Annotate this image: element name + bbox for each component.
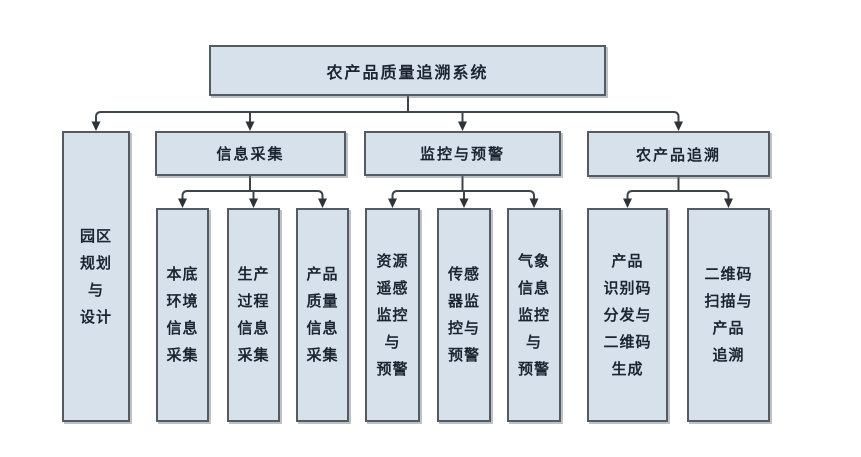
node-remote-sensing-monitoring: 资源 遥感 监控 与 预警 [365,208,420,422]
node-sensor-monitoring: 传感 器监 控与 预警 [437,208,491,422]
node-park-planning-design: 园区 规划 与 设计 [62,131,130,422]
node-weather-info-monitoring: 气象 信息 监控 与 预警 [507,208,561,422]
node-id-code-qr-generation: 产品 识别码 分发与 二维码 生成 [587,208,668,422]
node-product-traceability: 农产品追溯 [587,131,770,177]
node-product-quality-info: 产品 质量 信息 采集 [296,208,349,422]
node-production-process-info: 生产 过程 信息 采集 [227,208,280,422]
node-root-system: 农产品质量追溯系统 [209,45,606,96]
node-monitoring-warning: 监控与预警 [364,131,561,176]
node-baseline-environment-info: 本底 环境 信息 采集 [156,208,209,422]
node-info-collection: 信息采集 [155,131,346,176]
node-qr-scan-product-trace: 二维码 扫描与 产品 追溯 [687,208,770,422]
